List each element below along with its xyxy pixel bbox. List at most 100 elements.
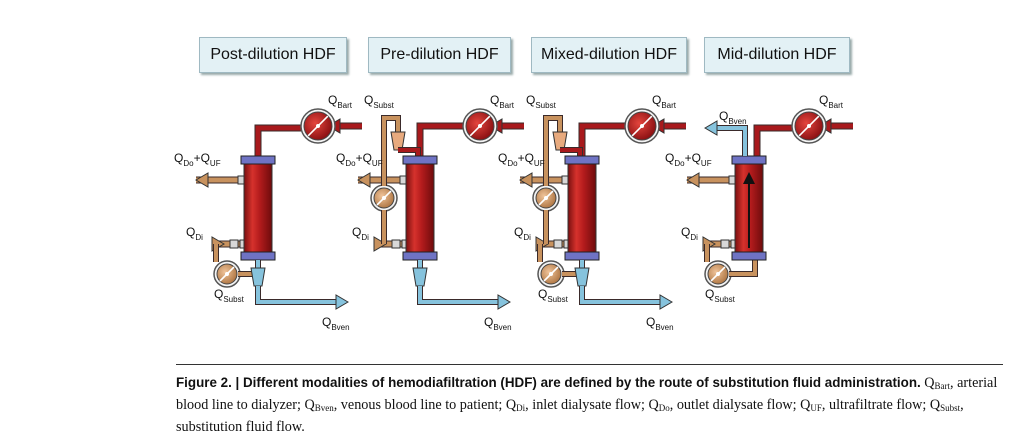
mid-label-subst: QSubst	[705, 287, 736, 304]
mixed-di-connector	[553, 239, 563, 249]
post-label-subst: QSubst	[214, 287, 245, 304]
post-label-bven: QBven	[322, 315, 350, 332]
figure-caption: Figure 2. | Different modalities of hemo…	[176, 373, 1006, 437]
mid-dilution-label: Mid-dilution HDF	[704, 37, 850, 73]
post-do-arrow	[195, 172, 209, 188]
mid-blood-pump-hub	[807, 124, 811, 128]
pre-blood-pump-hub	[478, 124, 482, 128]
post-venous-dripper	[250, 267, 266, 287]
mixed-label-subst-pre: QSubst	[526, 93, 557, 110]
pre-di-arrow	[373, 236, 387, 252]
mixed-do-arrow	[519, 172, 533, 188]
pre-dialyzer-top-cap	[402, 155, 438, 165]
mid-label-do-uf: QDo+QUF	[665, 151, 712, 168]
pre-label-subst-pre: QSubst	[364, 93, 395, 110]
mid-dialyzer-top-cap	[731, 155, 767, 165]
post-venous-line-outline	[255, 286, 340, 305]
mixed-dilution-label: Mixed-dilution HDF	[531, 37, 687, 73]
post-dilution-label: Post-dilution HDF	[199, 37, 347, 73]
mixed-dialyzer	[567, 160, 597, 256]
pre-dialyzer	[405, 160, 435, 256]
pre-label-bart: QBart	[490, 93, 515, 110]
mixed-pre-subst-pump-hub	[544, 196, 548, 200]
mixed-venous-line-outline	[579, 286, 664, 305]
pre-label-di: QDi	[352, 225, 369, 242]
post-dialyzer	[243, 160, 273, 256]
pre-pre-subst-line	[382, 116, 400, 186]
caption-sub: Di	[516, 403, 526, 413]
mixed-blood-pump-hub	[640, 124, 644, 128]
pre-do-arrow	[357, 172, 371, 188]
caption-sub: Do	[658, 403, 670, 413]
caption-divider	[176, 364, 1003, 365]
post-dialyzer-top-cap	[240, 155, 276, 165]
pre-dilution-label: Pre-dilution HDF	[368, 37, 511, 73]
pre-pre-merge	[398, 148, 420, 158]
mid-subst-line	[729, 258, 757, 276]
post-di-connector	[229, 239, 239, 249]
mid-label-bart: QBart	[819, 93, 844, 110]
pre-label-do-uf: QDo+QUF	[336, 151, 383, 168]
post-label-bart: QBart	[328, 93, 353, 110]
mid-arterial-line	[754, 125, 801, 160]
post-venous-line	[256, 286, 340, 304]
pre-venous-line-outline	[417, 286, 502, 305]
caption-title: Different modalities of hemodiafiltratio…	[243, 375, 921, 390]
mixed-pre-merge	[560, 148, 582, 158]
pre-arterial-line-outline	[416, 122, 468, 160]
mid-subst-pump-hub	[716, 272, 720, 276]
pre-di-connector	[391, 239, 401, 249]
caption-sub: Bart	[934, 381, 951, 391]
mixed-pre-subst-line-outline	[543, 115, 563, 186]
pre-pre-subst-line-outline	[381, 115, 401, 186]
mid-label-bven: QBven	[719, 109, 747, 126]
caption-sub: Subst	[940, 403, 961, 413]
mixed-label-bven: QBven	[646, 315, 674, 332]
mixed-bven-arrow	[659, 294, 673, 310]
pre-venous-dripper	[412, 267, 428, 287]
mixed-label-do-uf: QDo+QUF	[498, 151, 545, 168]
mixed-label-di: QDi	[514, 225, 531, 242]
mid-di-connector	[720, 239, 730, 249]
post-blood-pump-hub	[316, 124, 320, 128]
caption-text: , venous blood line to patient; Q	[333, 397, 517, 413]
mixed-label-bart: QBart	[652, 93, 677, 110]
post-dialyzer-bottom-cap	[240, 251, 276, 261]
mid-do-arrow	[686, 172, 700, 188]
caption-text: Q	[920, 375, 935, 391]
mixed-venous-line	[580, 286, 664, 304]
mixed-dialyzer-bottom-cap	[564, 251, 600, 261]
caption-separator: |	[231, 375, 243, 390]
mixed-arterial-line	[579, 123, 630, 160]
pre-dialyzer-bottom-cap	[402, 251, 438, 261]
caption-sub: Bven	[314, 403, 334, 413]
caption-sub: UF	[810, 403, 822, 413]
mid-dialyzer-bottom-cap	[731, 251, 767, 261]
pre-bven-arrow	[497, 294, 511, 310]
mixed-arterial-line-outline	[578, 122, 630, 160]
post-subst-pump-hub	[225, 272, 229, 276]
mixed-label-subst: QSubst	[538, 287, 569, 304]
pre-pre-subst-pump-hub	[382, 196, 386, 200]
caption-text: , ultrafiltrate flow; Q	[821, 397, 941, 413]
caption-text: , arterial blood line to dialyzer; Q	[176, 375, 998, 413]
mid-mid-flow-arrow	[743, 172, 755, 184]
figure-number: Figure 2.	[176, 375, 232, 390]
post-arterial-line-outline	[254, 124, 306, 160]
post-bven-arrow	[335, 294, 349, 310]
post-label-di: QDi	[186, 225, 203, 242]
mixed-pre-subst-line	[544, 116, 562, 186]
mid-venous-line	[709, 126, 747, 156]
pre-venous-line	[418, 286, 502, 304]
pre-arterial-line	[417, 123, 468, 160]
mixed-venous-dripper	[574, 267, 590, 287]
post-arterial-line	[255, 125, 306, 160]
mixed-dialyzer-top-cap	[564, 155, 600, 165]
hdf-diagram: QBartQDo+QUFQDiQSubstQBvenQBartQDo+QUFQD…	[174, 93, 853, 332]
mixed-subst-pump-hub	[549, 272, 553, 276]
mid-label-di: QDi	[681, 225, 698, 242]
mid-bven-arrow	[704, 120, 718, 136]
caption-text: , inlet dialysate flow; Q	[525, 397, 659, 413]
caption-text: , substitution fluid flow.	[176, 397, 964, 435]
pre-label-bven: QBven	[484, 315, 512, 332]
